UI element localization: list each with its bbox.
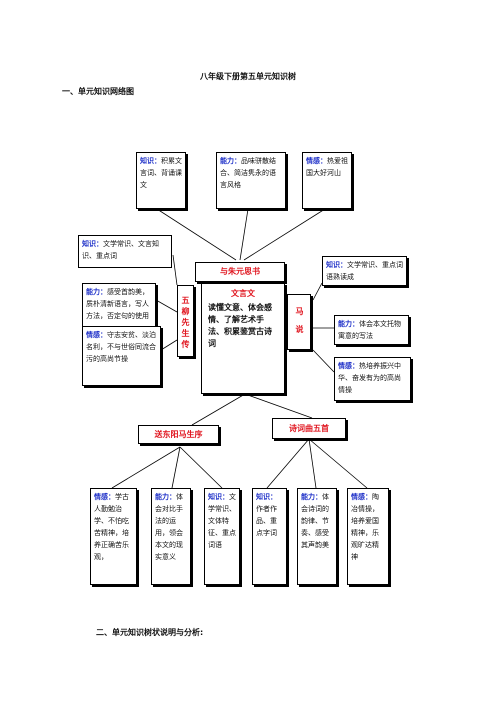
box-text: 感受首韵美，质朴清新语言，写人方法，否定句的使用 [86,288,149,320]
box-text: 文学常识、文体特征、重点词语 [208,493,236,549]
box-text: 体会对比手法的运用，领会本文的现实意义 [155,493,183,561]
box-text: 品味骈散结合、简洁隽永的语言风格 [220,157,276,189]
box-text: 守志安贫、淡泊名利，不与世俗同流合污的高尚节操 [86,331,156,363]
right-box-emotion: 情感：热培养振兴中华、奋发有为的高尚情操 [334,357,411,401]
branch-wuliu-xiansheng-zhuan: 五柳先生传 [177,285,194,357]
branch-ma-shuo: 马说 [287,294,311,350]
right-box-ability: 能力：体会本文托物寓意的写法 [334,315,409,345]
box-label: 能力 [301,493,315,501]
box-label: 知识 [140,157,154,165]
bottom-box-song-emotion: 情感：学古人勤勉治学、不怕吃苦精神，培养正确苦乐观， [90,488,137,585]
box-text: 作者作品、重点字词 [256,505,277,537]
box-text: 文学常识、重点词语熟读成 [326,261,403,281]
left-box-emotion: 情感：守志安贫、淡泊名利，不与世俗同流合污的高尚节操 [82,326,161,386]
bottom-box-shici-ability: 能力：体会诗词的韵律、节奏、感受其声韵美 [297,488,337,585]
section-heading-2: 二、单元知识树状说明与分析: [96,628,204,637]
box-label: 情感 [338,362,352,370]
box-label: 情感 [306,157,320,165]
bottom-box-song-ability: 能力：体会对比手法的运用，领会本文的现实意义 [151,488,191,585]
box-text: 积累文言词、背诵课文 [140,157,182,189]
branch-yu-zhu-yuansi-shu: 与朱元思书 [195,262,285,282]
bottom-box-shici-knowledge: 知识：作者作品、重点字词 [252,488,287,585]
box-label: 情感 [86,331,100,339]
box-text: 体会诗词的韵律、节奏、感受其声韵美 [301,493,329,549]
box-label: 能力 [338,320,352,328]
box-label: 知识 [208,493,222,501]
box-text: 体会本文托物寓意的写法 [338,320,401,340]
bottom-box-shici-emotion: 情感：陶冶情操，培养爱国精神，乐观旷达精神 [347,488,389,585]
left-box-ability: 能力：感受首韵美，质朴清新语言，写人方法，否定句的使用 [82,283,156,329]
box-label: 能力 [155,493,169,501]
top-box-emotion: 情感：热爱祖国大好河山 [302,152,352,209]
branch-song-dongyang-masheng-xu: 送东阳马生序 [138,425,219,444]
box-text: 陶冶情操，培养爱国精神，乐观旷达精神 [351,493,379,561]
box-label: 知识 [326,261,340,269]
center-label: 文言文 [231,289,255,298]
branch-shici-qu-wushou: 诗词曲五首 [272,418,346,439]
box-text: 热爱祖国大好河山 [306,157,348,177]
bottom-box-song-knowledge: 知识：文学常识、文体特征、重点词语 [204,488,240,585]
left-box-knowledge: 知识：文学常识、文言知识、重点词 [78,235,172,268]
box-label: 情感 [94,493,108,501]
box-label: 知识 [82,240,96,248]
top-box-ability: 能力：品味骈散结合、简洁隽永的语言风格 [216,152,286,209]
box-text: 热培养振兴中华、奋发有为的高尚情操 [338,362,401,394]
right-box-knowledge: 知识：文学常识、重点词语熟读成 [322,256,407,286]
center-node: 文言文 读懂文意、体会感情、了解艺术手法、积累鉴赏古诗词 [201,283,285,394]
box-label: 能力 [220,157,234,165]
box-label: 能力 [86,288,100,296]
page-title: 八年级下册第五单元知识树 [200,72,296,81]
box-text: 学古人勤勉治学、不怕吃苦精神，培养正确苦乐观， [94,493,129,561]
box-label: 知识 [256,493,270,501]
section-heading-1: 一、单元知识网络图 [62,87,134,96]
box-text: 文学常识、文言知识、重点词 [82,240,159,260]
box-label: 情感 [351,493,365,501]
center-text: 读懂文意、体会感情、了解艺术手法、积累鉴赏古诗词 [208,303,272,348]
top-box-knowledge: 知识：积累文言词、背诵课文 [136,152,186,209]
